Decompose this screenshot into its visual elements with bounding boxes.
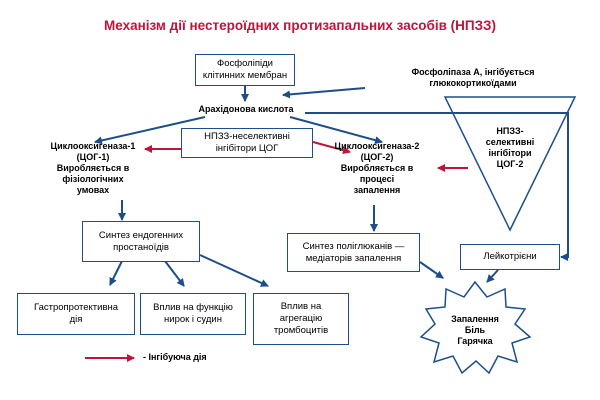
arachidonic-acid-label: Арахідонова кислота <box>198 104 294 114</box>
polyglucans-label: Синтез поліглюканів — медіаторів запален… <box>302 240 405 264</box>
inflammation-starburst <box>419 280 532 375</box>
phospholipase-label: Фосфоліпаза А, інгібується глюкокортикої… <box>411 67 535 88</box>
gastroprotective-label: Гастропротективна дія <box>33 302 119 325</box>
leukotrienes-label: Лейкотрієни <box>483 251 537 262</box>
arrow-endogenous-platelet <box>199 254 269 287</box>
gastroprotective-box: Гастропротективна дія <box>17 293 135 335</box>
phospholipids-label: Фосфоліпіди клітинних мембран <box>202 58 288 81</box>
leukotrienes-box: Лейкотрієни <box>460 244 560 270</box>
cox1-label: Циклооксигеназа-1 (ЦОГ-1) Виробляється в… <box>50 141 136 195</box>
selective-inhibitor-triangle <box>443 96 577 232</box>
arrow-leukotrienes-inflammation <box>486 269 499 283</box>
arrow-arachidonic-cox2 <box>289 116 383 145</box>
legend-inhibit-label: - Інгібуюча дія <box>143 352 207 362</box>
polyglucans-box: Синтез поліглюканів — медіаторів запален… <box>287 233 420 272</box>
inflammation-label: Запалення Біль Гарячка <box>451 314 499 346</box>
kidney-vessels-box: Вплив на функцію нирок і судин <box>140 293 246 335</box>
arrow-endogenous-gastro <box>109 260 123 286</box>
arrow-phospholipase <box>282 87 366 99</box>
arrow-polyglucans-inflammation <box>419 261 444 279</box>
arrow-endogenous-kidney <box>164 260 185 287</box>
diagram-title: Механізм дії нестероїдних протизапальних… <box>104 18 496 33</box>
platelet-aggregation-box: Вплив на агрегацію тромбоцитів <box>253 293 349 345</box>
arrow-arachidonic-cox1 <box>94 116 206 145</box>
nonselective-inhibitors-label: НПЗЗ-неселективні інгібітори ЦОГ <box>204 131 290 154</box>
kidney-vessels-label: Вплив на функцію нирок і судин <box>153 302 233 325</box>
arrow-arachidonic-leukotrienes <box>305 112 569 261</box>
cox2-label: Циклооксигеназа-2 (ЦОГ-2) Виробляється в… <box>334 141 420 195</box>
nonselective-inhibitors-box: НПЗЗ-неселективні інгібітори ЦОГ <box>181 128 313 158</box>
endogenous-synthesis-label: Синтез ендогенних простаноїдів <box>98 229 184 253</box>
platelet-aggregation-label: Вплив на агрегацію тромбоцитів <box>273 301 329 336</box>
endogenous-synthesis-box: Синтез ендогенних простаноїдів <box>82 221 200 262</box>
inhibit-nonselective-cox2 <box>312 141 351 155</box>
selective-inhibitors-label: НПЗЗ- селективні інгібітори ЦОГ-2 <box>485 126 535 169</box>
phospholipids-box: Фосфоліпіди клітинних мембран <box>195 54 295 86</box>
